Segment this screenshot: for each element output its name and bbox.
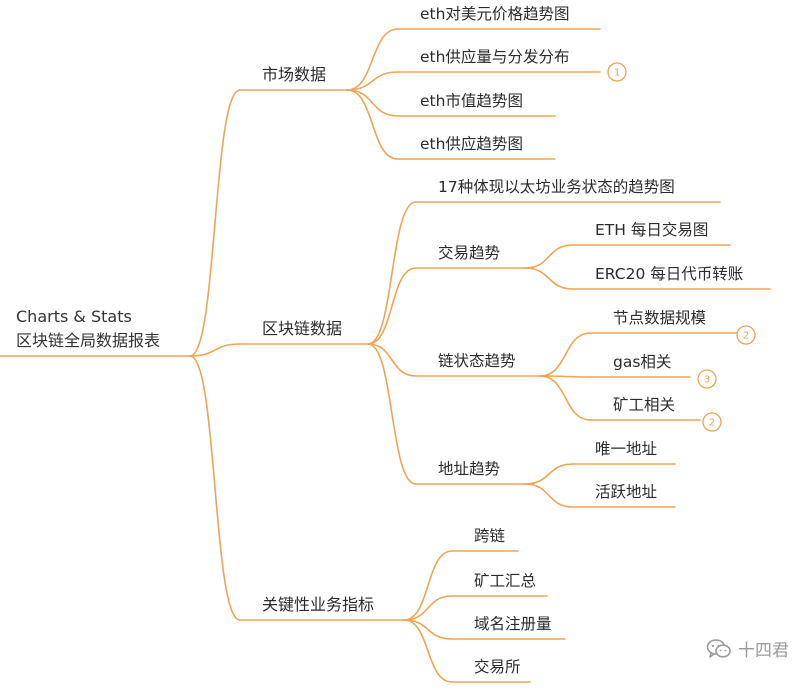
node-label-1-3: 地址趋势: [438, 460, 500, 478]
mind-map-underlines: [0, 28, 771, 683]
node-label-0-1: eth供应量与分发分布: [420, 47, 569, 66]
count-badge-1-2-0: [736, 325, 756, 345]
connector-2-0: [403, 550, 453, 621]
mind-map-connectors: [189, 28, 592, 683]
connector-1-2: [367, 343, 417, 377]
leaf-label-1-1-0: ETH 每日交易图: [595, 221, 708, 239]
connector-0-1: [346, 71, 399, 91]
count-badge-1-2-0-number: 2: [743, 331, 749, 342]
connector-2-2: [403, 619, 453, 640]
count-badge-0-1: [607, 62, 627, 82]
leaf-label-1-2-2: 矿工相关: [613, 396, 675, 414]
leaf-label-1-2-1: gas相关: [613, 353, 671, 371]
node-label-0-2: eth市值趋势图: [420, 92, 523, 110]
connector-1-1-1: [524, 267, 574, 290]
count-badge-1-2-1: [697, 369, 717, 389]
branch-label-2: 关键性业务指标: [262, 595, 374, 614]
node-label-2-3: 交易所: [474, 658, 521, 676]
node-label-2-0: 跨链: [474, 527, 506, 545]
node-label-0-3: eth供应趋势图: [420, 134, 523, 153]
branch-label-1: 区块链数据: [262, 319, 342, 338]
connector-root-to-1: [189, 343, 241, 357]
mind-map-badges: 1 2 3 2: [607, 62, 756, 432]
node-label-1-2: 链状态趋势: [438, 352, 516, 370]
connector-0-3: [346, 89, 399, 160]
leaf-label-1-1-1: ERC20 每日代币转账: [595, 265, 743, 283]
connector-0-2: [346, 89, 399, 117]
connector-2-3: [403, 619, 453, 683]
leaf-label-1-3-0: 唯一地址: [595, 440, 657, 458]
count-badge-1-2-2-number: 2: [709, 418, 715, 429]
count-badge-1-2-2: [702, 412, 722, 432]
connector-0-0: [346, 28, 399, 91]
branch-label-0: 市场数据: [262, 65, 326, 84]
connector-1-3-0: [524, 463, 574, 485]
node-label-0-0: eth对美元价格趋势图: [420, 5, 569, 23]
connector-1-2-0: [539, 332, 592, 377]
count-badge-1-2-1-number: 3: [704, 375, 710, 386]
connector-1-3: [367, 343, 417, 485]
count-badge-0-1-number: 1: [614, 68, 620, 79]
root-title-line1: Charts & Stats: [16, 307, 132, 326]
leaf-label-1-2-0: 节点数据规模: [613, 309, 706, 327]
mind-map-labels: Charts & Stats 区块链全局数据报表 市场数据 eth对美元价格趋势图…: [16, 5, 743, 676]
root-title-line2: 区块链全局数据报表: [16, 331, 160, 350]
connector-2-1: [403, 595, 453, 621]
wechat-icon: [706, 638, 731, 658]
node-label-2-2: 域名注册量: [474, 615, 552, 633]
watermark: 十四君: [706, 636, 789, 661]
node-label-1-1: 交易趋势: [438, 244, 500, 262]
node-label-2-1: 矿工汇总: [474, 572, 536, 590]
connector-1-2-2: [539, 375, 592, 421]
leaf-label-1-3-1: 活跃地址: [595, 483, 657, 501]
connector-root-to-2: [189, 355, 241, 621]
connector-1-3-1: [524, 483, 574, 508]
watermark-text: 十四君: [738, 641, 789, 661]
connector-1-1-0: [524, 244, 574, 269]
node-label-1-0: 17种体现以太坊业务状态的趋势图: [438, 178, 675, 196]
connector-root-to-0: [189, 89, 241, 357]
connector-1-0: [367, 201, 417, 345]
connector-1-1: [367, 267, 417, 345]
